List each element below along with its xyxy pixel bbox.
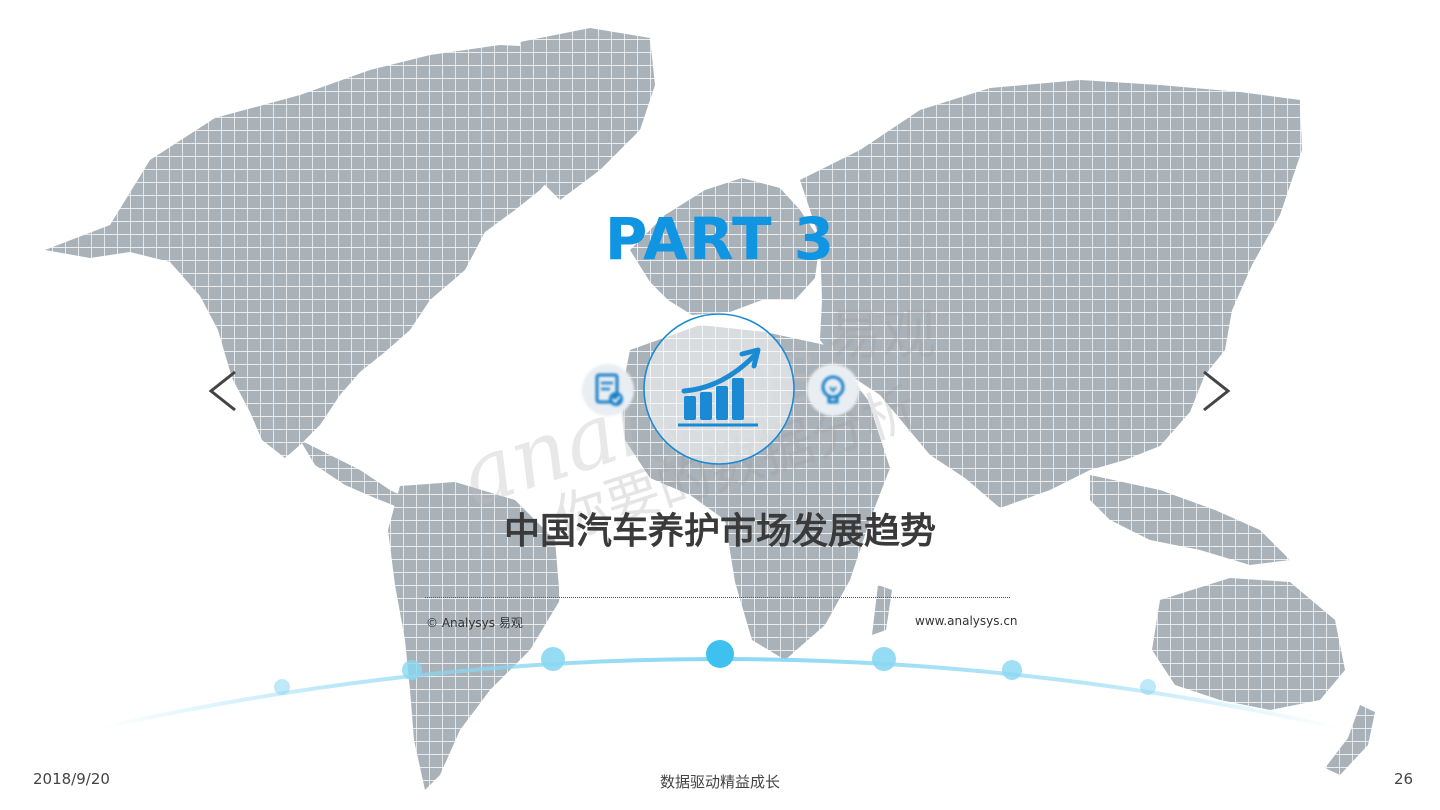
greenland — [520, 28, 655, 200]
report-check-icon — [582, 364, 634, 416]
madagascar — [872, 585, 892, 635]
arc-dot — [274, 679, 290, 695]
chevron-left-icon[interactable] — [203, 368, 243, 414]
footer-slogan: 数据驱动精益成长 — [659, 773, 780, 791]
south-america — [388, 482, 560, 790]
arc-dot — [541, 647, 565, 671]
arc-dot — [402, 660, 422, 680]
japan — [1195, 300, 1232, 375]
chevron-right-icon[interactable] — [1196, 368, 1236, 414]
growth-chart-icon — [643, 313, 795, 465]
arc-dot-active — [706, 640, 734, 668]
website-link[interactable]: www.analysys.cn — [915, 614, 1018, 628]
europe — [630, 178, 820, 315]
arc-dot — [1002, 660, 1022, 680]
divider — [425, 597, 1010, 598]
central-america — [300, 440, 410, 508]
part-title: PART 3 — [604, 205, 836, 273]
arc-dot — [872, 647, 896, 671]
asia — [800, 80, 1302, 508]
new-zealand — [1325, 705, 1375, 775]
north-america — [45, 45, 600, 458]
copyright-text: © Analysys 易观 — [426, 616, 523, 630]
arc-dot — [1140, 679, 1156, 695]
section-headline: 中国汽车养护市场发展趋势 — [503, 511, 936, 552]
australia — [1152, 578, 1345, 710]
lightbulb-icon — [807, 364, 859, 416]
watermark-logo: 易观 — [828, 303, 936, 366]
footer-date: 2018/9/20 — [33, 770, 110, 788]
page-number: 26 — [1394, 770, 1414, 788]
se-asia — [1090, 475, 1290, 565]
